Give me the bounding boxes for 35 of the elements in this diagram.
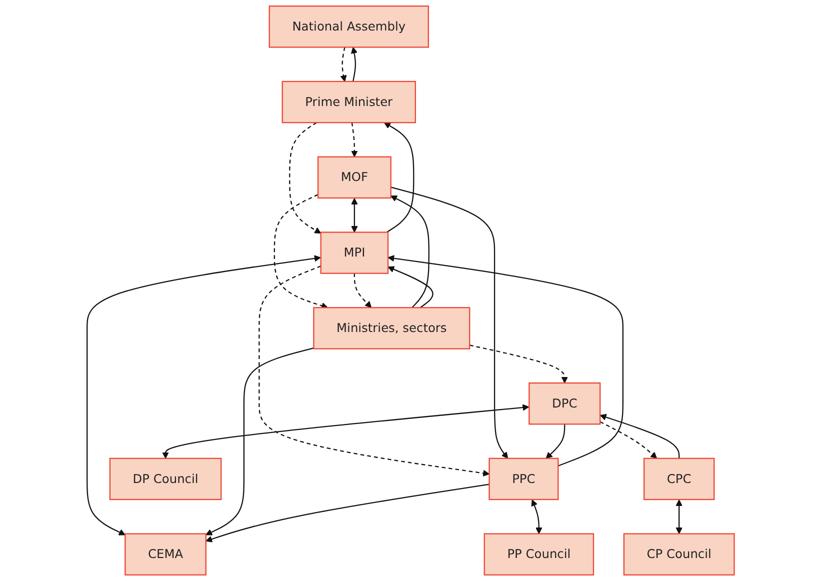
- arrow: [384, 122, 415, 233]
- arrow: [274, 194, 328, 309]
- node-box: National Assembly: [269, 6, 430, 48]
- arrow: [162, 404, 530, 459]
- arrow: [258, 266, 490, 476]
- arrow: [351, 198, 358, 233]
- arrow: [86, 255, 322, 536]
- arrow: [470, 344, 568, 384]
- arrow: [206, 484, 490, 542]
- arrow: [388, 255, 624, 466]
- arrow: [532, 499, 543, 534]
- arrow: [388, 266, 434, 308]
- arrow: [289, 122, 322, 234]
- arrow: [600, 421, 658, 459]
- arrow: [340, 47, 348, 82]
- node-box: CP Council: [624, 533, 736, 576]
- node-box: DPC: [528, 382, 601, 425]
- node-box: PPC: [489, 458, 560, 500]
- node-box: CPC: [644, 458, 716, 500]
- node-box: Ministries, sectors: [313, 307, 471, 350]
- arrow: [206, 348, 314, 536]
- node-box: DP Council: [110, 458, 222, 500]
- arrow: [600, 414, 680, 458]
- arrow: [351, 122, 358, 158]
- node-box: PP Council: [484, 533, 594, 576]
- node-box: Prime Minister: [282, 80, 416, 124]
- node-box: MOF: [318, 156, 392, 199]
- node-box: MPI: [320, 232, 389, 274]
- arrow: [676, 500, 683, 534]
- arrow: [351, 46, 358, 82]
- node-box: CEMA: [124, 533, 207, 576]
- arrow: [354, 273, 372, 308]
- arrow: [390, 196, 430, 308]
- arrow: [546, 424, 566, 459]
- arrow: [391, 186, 508, 459]
